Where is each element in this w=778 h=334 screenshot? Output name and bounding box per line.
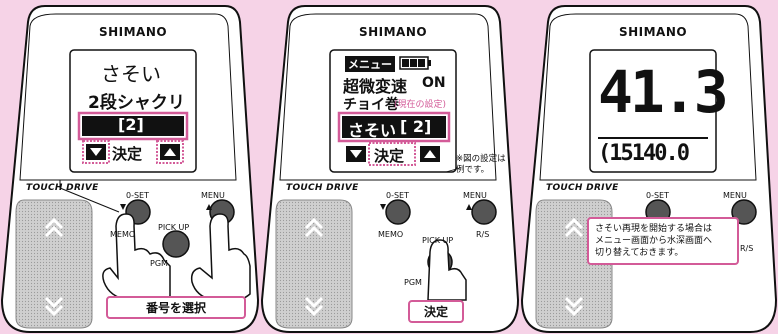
pickup-label: PICK UP [422, 236, 454, 245]
touch-drive-logo: TOUCH DRIVE [546, 183, 619, 193]
brand-logo: SHIMANO [98, 25, 168, 39]
memo-label: MEMO [378, 230, 404, 239]
screen-line-1: さそい [101, 62, 161, 86]
touch-drive-logo: TOUCH DRIVE [26, 183, 99, 193]
oset-label: 0-SET [386, 191, 409, 200]
oset-label: 0-SET [126, 191, 149, 200]
touch-drive-logo: TOUCH DRIVE [286, 183, 359, 193]
callout-select-number: 番号を選択 [106, 296, 246, 319]
counter-reading: (15140.0 [598, 141, 690, 166]
brand-logo: SHIMANO [618, 25, 688, 39]
decide-label[interactable]: 決定 [374, 147, 405, 165]
menu-row-1[interactable]: 超微変速 [343, 77, 408, 96]
menu-label: MENU [201, 191, 225, 200]
pgm-label: PGM [150, 259, 168, 268]
menu-label: MENU [723, 191, 747, 200]
screen-value: [2] [118, 115, 144, 134]
example-footnote: ※図の設定は 例です。 [456, 154, 506, 175]
pgm-label: PGM [404, 278, 422, 287]
menu-row-1-value: ON [422, 75, 446, 91]
menu-row-3-value: [ 2] [400, 117, 432, 136]
rs-label: R/S [740, 244, 754, 253]
menu-label: MENU [463, 191, 487, 200]
device-panel-3 [520, 5, 778, 333]
device-panel-2 [260, 5, 520, 333]
pickup-label: PICK UP [158, 223, 190, 232]
rs-label: R/S [476, 230, 490, 239]
current-setting-note: (現在の設定) [394, 100, 447, 110]
menu-row-2[interactable]: チョイ巻 [343, 97, 399, 113]
device-panel-1 [0, 5, 260, 333]
brand-logo: SHIMANO [358, 25, 428, 39]
decide-label[interactable]: 決定 [112, 145, 143, 163]
oset-label: 0-SET [646, 191, 669, 200]
memo-label: MEMO [110, 230, 136, 239]
menu-row-3[interactable]: さそい [348, 121, 397, 140]
screen-line-2: 2段シャクリ [88, 93, 185, 113]
resume-note: さそい再現を開始する場合は メニュー画面から水深画面へ 切り替えておきます。 [587, 217, 739, 265]
callout-decide: 決定 [408, 300, 464, 323]
depth-reading: 41.3 [598, 58, 729, 126]
menu-badge: メニュー [345, 56, 395, 72]
